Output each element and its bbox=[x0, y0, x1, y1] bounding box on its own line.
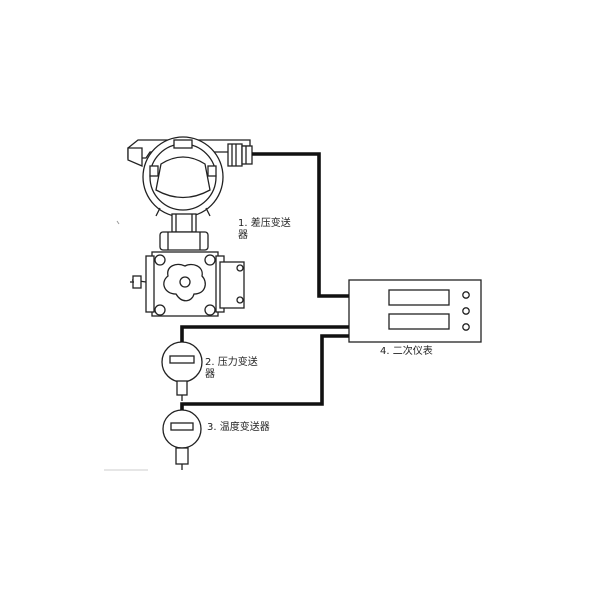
tt-display bbox=[170, 422, 194, 431]
display-window-2 bbox=[388, 313, 450, 330]
secondary-instrument-box bbox=[348, 279, 482, 343]
label-pressure-transmitter: 2. 压力变送 器 bbox=[205, 357, 258, 381]
pt-stem bbox=[176, 380, 188, 396]
wire-dp-to-instrument bbox=[252, 152, 349, 298]
differential-pressure-transmitter bbox=[127, 136, 253, 317]
secondary-instrument bbox=[348, 279, 482, 343]
dp-housing-left-cap bbox=[127, 147, 143, 167]
label-dp-line2: 器 bbox=[238, 230, 248, 241]
dp-right-block bbox=[219, 261, 245, 309]
label-differential-pressure-transmitter: 1. 差压变送 器 bbox=[238, 218, 291, 242]
label-temperature-transmitter: 3. 温度变送器 bbox=[207, 422, 270, 433]
indicator-dot-1 bbox=[462, 291, 470, 299]
wire-temperature-to-instrument bbox=[180, 334, 349, 410]
vent-valve bbox=[130, 275, 147, 289]
indicator-dot-3 bbox=[462, 323, 470, 331]
temperature-transmitter bbox=[162, 409, 202, 470]
dp-cloverleaf bbox=[163, 263, 206, 302]
label-pt-line2: 器 bbox=[205, 369, 215, 380]
pressure-transmitter bbox=[161, 341, 203, 401]
label-pt-line1: 2. 压力变送 bbox=[205, 357, 258, 368]
display-window-1 bbox=[388, 289, 450, 306]
scan-artifact-mark bbox=[116, 220, 120, 225]
cable-gland bbox=[227, 143, 253, 167]
label-secondary-instrument: 4. 二次仪表 bbox=[380, 346, 433, 357]
indicator-dot-2 bbox=[462, 307, 470, 315]
dp-head-inner bbox=[155, 156, 211, 199]
label-dp-line1: 1. 差压变送 bbox=[238, 218, 291, 229]
wire-pressure-to-instrument bbox=[180, 325, 349, 342]
dp-adapter bbox=[159, 231, 209, 251]
tt-stem bbox=[175, 447, 189, 465]
pt-display bbox=[169, 355, 195, 364]
